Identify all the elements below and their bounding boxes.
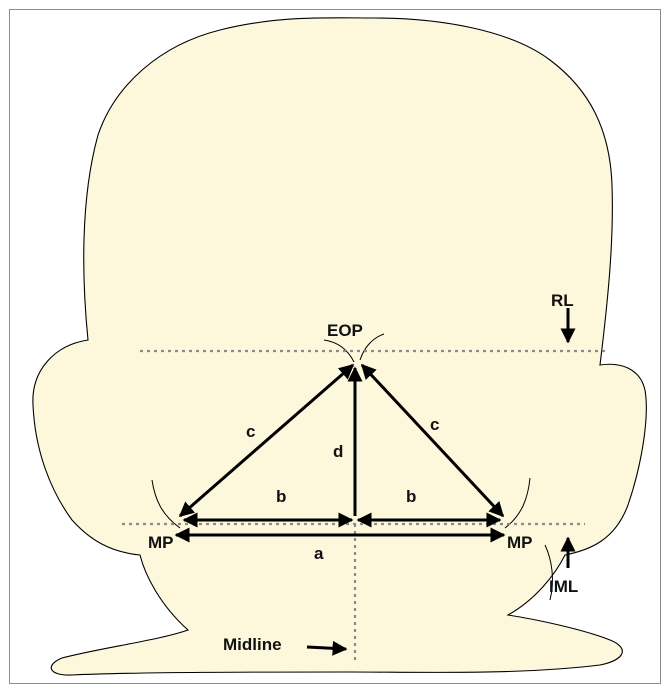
label-c-left: c (246, 422, 255, 441)
label-a: a (314, 544, 324, 563)
label-mp-left: MP (148, 533, 174, 552)
midline-pointer-arrow (307, 647, 346, 649)
label-b-right: b (406, 487, 416, 506)
label-c-right: c (430, 415, 439, 434)
label-mp-right: MP (507, 533, 533, 552)
label-iml: IML (549, 577, 578, 596)
label-d: d (333, 442, 343, 461)
label-midline: Midline (223, 635, 282, 654)
label-rl: RL (551, 291, 574, 310)
label-eop: EOP (327, 321, 363, 340)
label-b-left: b (276, 487, 286, 506)
